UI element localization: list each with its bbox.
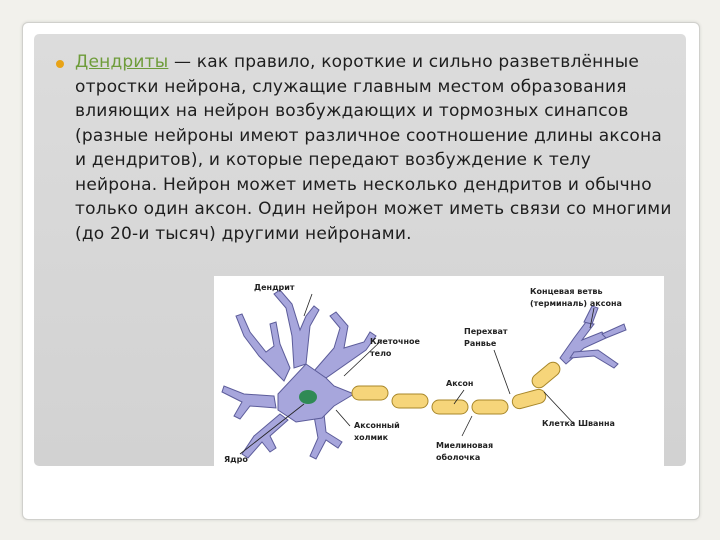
label-nucleus: Ядро [224,455,248,464]
neuron-svg: Дендрит Концевая ветвь (терминаль) аксон… [221,283,627,464]
pointer-lines [239,293,595,455]
label-ranvier-2: Ранвье [464,339,497,348]
axon-terminals [559,305,627,369]
dendrites [221,289,377,460]
slide-body-text: Дендриты — как правило, короткие и сильн… [75,50,675,246]
label-dendrite: Дендрит [254,283,295,292]
label-cell-body-2: тело [370,349,392,358]
paragraph-text: — как правило, короткие и сильно разветв… [75,52,672,244]
myelin-segments [351,361,561,415]
keyword-link[interactable]: Дендриты [75,52,169,72]
label-myelin-1: Миелиновая [436,441,493,450]
label-ranvier-1: Перехват [464,327,508,336]
label-terminal-2: (терминаль) аксона [530,299,622,308]
label-axon: Аксон [446,379,473,388]
neuron-diagram: Дендрит Концевая ветвь (терминаль) аксон… [214,276,664,466]
bullet-icon [56,60,64,68]
label-hillock-2: холмик [354,433,389,442]
nucleus-shape [299,390,317,404]
label-myelin-2: оболочка [436,452,480,462]
label-hillock-1: Аксонный [354,421,400,430]
label-cell-body-1: Клеточное [370,337,420,346]
label-terminal-1: Концевая ветвь [530,287,603,296]
label-schwann: Клетка Шванна [542,419,615,428]
